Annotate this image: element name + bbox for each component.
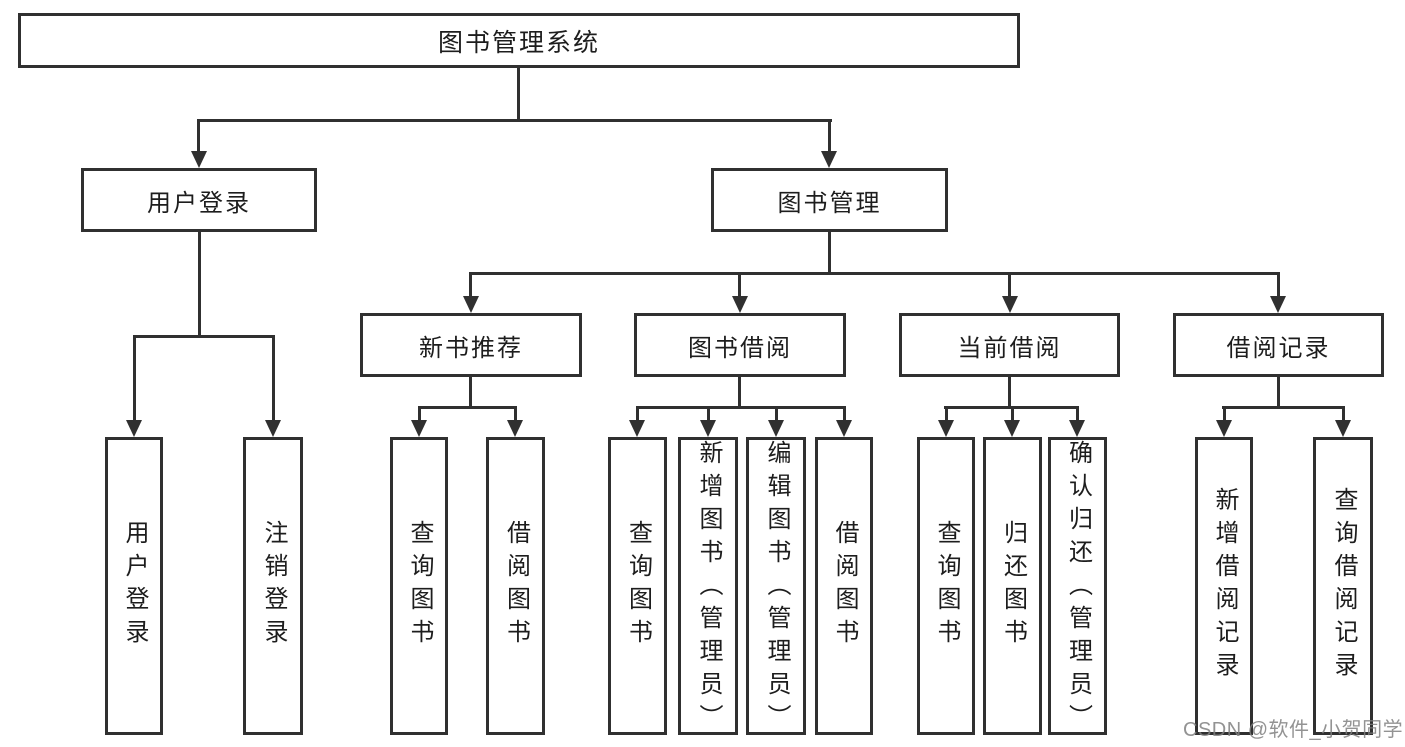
- connector-borrow-record-bar: [1222, 406, 1345, 409]
- connector-drop: [514, 406, 517, 422]
- leaf-query-borrow-record: 查询借阅记录: [1313, 437, 1373, 735]
- node-root-label: 图书管理系统: [437, 28, 600, 57]
- connector-drop-book-mgmt: [828, 119, 831, 155]
- leaf-user-login: 用户登录: [105, 437, 163, 735]
- connector-drop: [1342, 406, 1345, 422]
- arrow-down-icon: [821, 151, 837, 168]
- node-current-borrow-label: 当前借阅: [957, 334, 1062, 362]
- node-book-borrow-label: 图书借阅: [688, 334, 792, 362]
- leaf-confirm-return-admin: 确认归还（管理员）: [1048, 437, 1107, 737]
- connector-drop: [945, 406, 948, 422]
- connector-new-book-bar: [418, 406, 517, 409]
- arrow-down-icon: [1069, 420, 1085, 437]
- leaf-return-books: 归还图书: [983, 437, 1042, 735]
- connector-drop-new-book: [469, 272, 472, 298]
- leaf-query-books-newbook: 查询图书: [390, 437, 448, 735]
- arrow-down-icon: [1004, 420, 1020, 437]
- arrow-down-icon: [629, 420, 645, 437]
- leaf-query-books-borrow: 查询图书: [608, 437, 667, 735]
- leaf-return-books-label: 归还图书: [999, 520, 1027, 652]
- connector-book-borrow-bar: [636, 406, 845, 409]
- arrow-down-icon: [700, 420, 716, 437]
- node-root: 图书管理系统: [18, 13, 1020, 68]
- connector-borrow-record-stem: [1277, 377, 1280, 408]
- leaf-query-books-current-label: 查询图书: [933, 520, 960, 652]
- leaf-logout: 注销登录: [243, 437, 303, 735]
- leaf-logout-label: 注销登录: [260, 520, 287, 652]
- arrow-down-icon: [768, 420, 784, 437]
- leaf-query-books-current: 查询图书: [917, 437, 975, 735]
- node-book-borrow: 图书借阅: [634, 313, 846, 377]
- leaf-confirm-return-admin-label: 确认归还（管理员）: [1064, 440, 1092, 737]
- leaf-user-login-label: 用户登录: [121, 520, 148, 652]
- node-new-book-recommend-label: 新书推荐: [419, 334, 523, 362]
- arrow-down-icon: [507, 420, 523, 437]
- node-borrow-record-label: 借阅记录: [1226, 334, 1331, 362]
- connector-drop-user-login: [197, 119, 200, 155]
- connector-drop: [418, 406, 421, 422]
- connector-current-borrow-stem: [1008, 377, 1011, 408]
- node-book-management-label: 图书管理: [777, 189, 882, 217]
- leaf-query-books-borrow-label: 查询图书: [624, 520, 652, 652]
- connector-drop-leaf-login: [133, 335, 136, 421]
- arrow-down-icon: [836, 420, 852, 437]
- leaf-add-borrow-record: 新增借阅记录: [1195, 437, 1253, 735]
- leaf-query-borrow-record-label: 查询借阅记录: [1330, 487, 1357, 685]
- connector-user-login-stem: [198, 232, 201, 336]
- arrow-down-icon: [1270, 296, 1286, 313]
- connector-drop: [1076, 406, 1079, 422]
- node-borrow-record: 借阅记录: [1173, 313, 1384, 377]
- leaf-query-books-newbook-label: 查询图书: [406, 520, 433, 652]
- connector-drop-current-borrow: [1008, 272, 1011, 298]
- node-book-management: 图书管理: [711, 168, 948, 232]
- leaf-borrow-books-newbook: 借阅图书: [486, 437, 545, 735]
- node-user-login: 用户登录: [81, 168, 317, 232]
- arrow-down-icon: [126, 420, 142, 437]
- connector-book-mgmt-stem: [828, 232, 831, 275]
- connector-drop: [1011, 406, 1014, 422]
- leaf-add-borrow-record-label: 新增借阅记录: [1211, 487, 1238, 685]
- leaf-edit-books-admin: 编辑图书（管理员）: [746, 437, 806, 737]
- arrow-down-icon: [732, 296, 748, 313]
- leaf-add-books-admin-label: 新增图书（管理员）: [695, 440, 722, 737]
- connector-drop: [636, 406, 639, 422]
- leaf-edit-books-admin-label: 编辑图书（管理员）: [763, 440, 790, 737]
- leaf-borrow-books-label: 借阅图书: [831, 520, 858, 652]
- arrow-down-icon: [265, 420, 281, 437]
- connector-drop: [1223, 406, 1226, 422]
- leaf-add-books-admin: 新增图书（管理员）: [678, 437, 738, 737]
- arrow-down-icon: [463, 296, 479, 313]
- node-new-book-recommend: 新书推荐: [360, 313, 582, 377]
- leaf-borrow-books: 借阅图书: [815, 437, 873, 735]
- arrow-down-icon: [191, 151, 207, 168]
- connector-drop: [775, 406, 778, 422]
- connector-drop-leaf-logout: [272, 335, 275, 421]
- connector-drop-book-borrow: [738, 272, 741, 298]
- watermark: CSDN @软件_小贺同学: [1183, 719, 1404, 741]
- connector-level3-bar: [470, 272, 1280, 275]
- leaf-borrow-books-newbook-label: 借阅图书: [502, 520, 530, 652]
- connector-drop: [707, 406, 710, 422]
- arrow-down-icon: [1335, 420, 1351, 437]
- node-current-borrow: 当前借阅: [899, 313, 1120, 377]
- connector-drop: [843, 406, 846, 422]
- connector-level2-bar: [197, 119, 832, 122]
- arrow-down-icon: [1216, 420, 1232, 437]
- connector-root-stem: [517, 68, 520, 122]
- connector-new-book-stem: [469, 377, 472, 408]
- arrow-down-icon: [1002, 296, 1018, 313]
- node-user-login-label: 用户登录: [147, 189, 251, 217]
- connector-user-login-bar: [133, 335, 275, 338]
- arrow-down-icon: [411, 420, 427, 437]
- arrow-down-icon: [938, 420, 954, 437]
- connector-drop-borrow-record: [1277, 272, 1280, 298]
- connector-book-borrow-stem: [738, 377, 741, 408]
